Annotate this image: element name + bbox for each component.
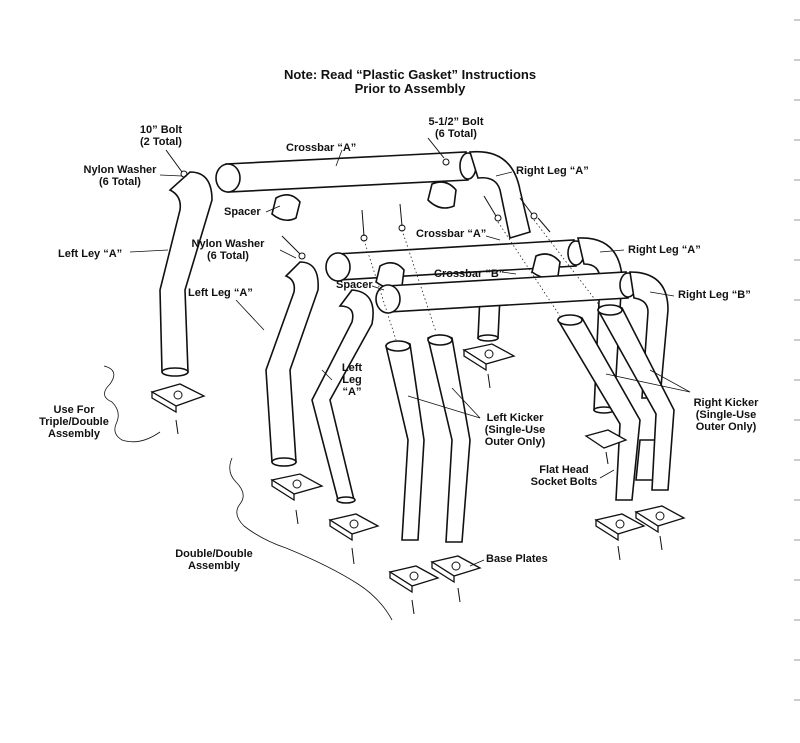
label-right-leg-a-top: Right Leg “A” bbox=[516, 165, 589, 177]
right-kicker-tubes bbox=[556, 304, 675, 501]
label-left-leg-a-front: Left Leg “A” bbox=[341, 362, 363, 398]
label-left-leg-a-mid: Left Leg “A” bbox=[188, 287, 253, 299]
label-triple-double-assembly: Use For Triple/Double Assembly bbox=[39, 404, 109, 440]
label-crossbar-a-mid: Crossbar “A” bbox=[416, 228, 487, 240]
alignment-guides bbox=[363, 219, 601, 341]
label-nylon-washer-1: Nylon Washer (6 Total) bbox=[83, 164, 157, 188]
crossbar-b bbox=[375, 271, 637, 314]
label-10-inch-bolt: 10” Bolt (2 Total) bbox=[139, 124, 183, 148]
label-flat-head-socket-bolts: Flat Head Socket Bolts bbox=[530, 464, 598, 488]
title-line-2: Prior to Assembly bbox=[354, 81, 466, 96]
title-line-1: Note: Read “Plastic Gasket” Instructions bbox=[283, 67, 537, 82]
left-leg-a-front bbox=[311, 289, 374, 504]
left-leg-a-back bbox=[159, 171, 213, 377]
label-crossbar-b: Crossbar “B” bbox=[434, 268, 505, 280]
label-5-half-inch-bolt: 5-1/2” Bolt (6 Total) bbox=[428, 116, 484, 140]
label-crossbar-a-top: Crossbar “A” bbox=[286, 142, 357, 154]
label-base-plates: Base Plates bbox=[486, 553, 548, 565]
spacer-top bbox=[271, 181, 457, 222]
leader-lines bbox=[129, 149, 691, 567]
page-title: Note: Read “Plastic Gasket” Instructions… bbox=[230, 68, 590, 96]
label-spacer-2: Spacer bbox=[336, 279, 373, 291]
left-kicker-tubes bbox=[385, 334, 471, 543]
left-leg-a-mid bbox=[265, 261, 319, 467]
label-right-kicker: Right Kicker (Single-Use Outer Only) bbox=[693, 397, 759, 433]
label-nylon-washer-2: Nylon Washer (6 Total) bbox=[191, 238, 265, 262]
label-right-leg-b: Right Leg “B” bbox=[678, 289, 751, 301]
base-plates bbox=[150, 343, 686, 615]
label-left-kicker: Left Kicker (Single-Use Outer Only) bbox=[484, 412, 546, 448]
page-edge-marks bbox=[794, 19, 800, 701]
label-spacer-1: Spacer bbox=[224, 206, 261, 218]
label-left-ley-a: Left Ley “A” bbox=[58, 248, 123, 260]
label-right-leg-a-mid: Right Leg “A” bbox=[628, 244, 701, 256]
bolts bbox=[165, 137, 551, 260]
label-double-double-assembly: Double/Double Assembly bbox=[175, 548, 253, 572]
crossbar-a-top bbox=[215, 151, 477, 193]
grouping-braces bbox=[103, 365, 393, 621]
